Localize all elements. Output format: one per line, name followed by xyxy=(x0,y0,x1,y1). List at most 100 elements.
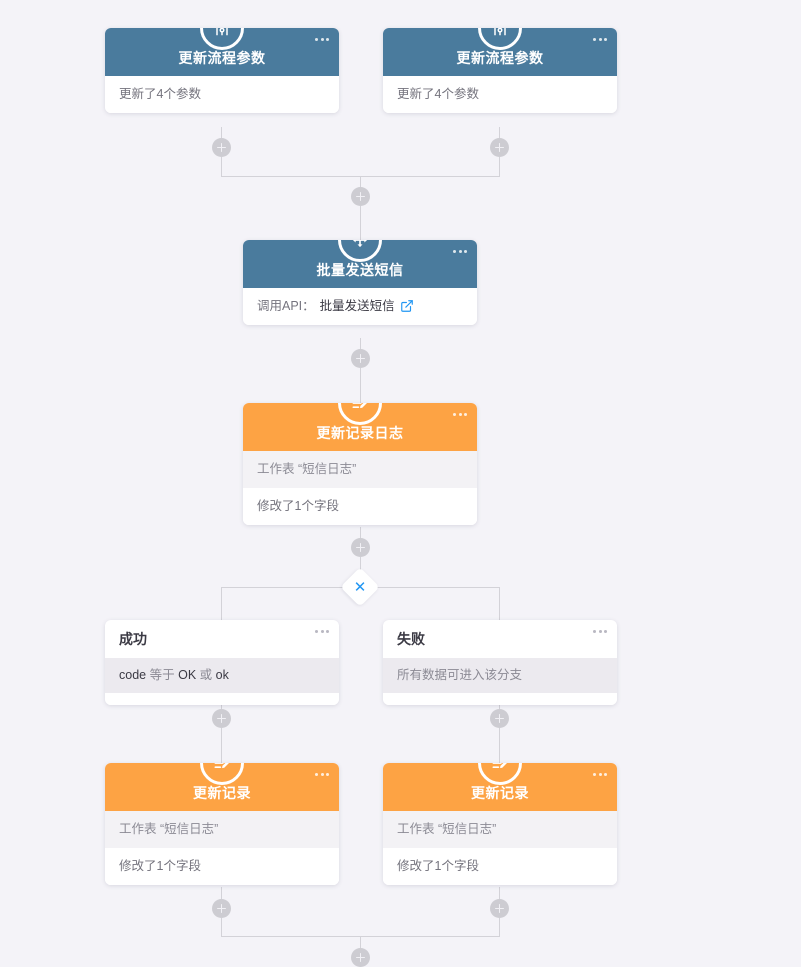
worksheet-row: 工作表 “短信日志” xyxy=(243,451,477,488)
node-header: 更新流程参数 xyxy=(105,28,339,76)
api-call-prefix: 调用API： xyxy=(257,299,315,313)
node-body: 工作表 “短信日志” 修改了1个字段 xyxy=(383,811,617,885)
worksheet-row: 工作表 “短信日志” xyxy=(383,811,617,848)
condition-padding xyxy=(383,692,617,705)
node-send-sms-batch[interactable]: 批量发送短信 调用API： 批量发送短信 xyxy=(243,240,477,325)
fields-row: 修改了1个字段 xyxy=(383,847,617,885)
connector-branch-left xyxy=(221,587,222,621)
node-menu-icon[interactable] xyxy=(453,413,467,416)
connector-merge-bottom xyxy=(360,936,361,948)
sliders-icon xyxy=(478,28,522,50)
connector-bottom-left-2 xyxy=(221,918,222,936)
add-node-button-6[interactable] xyxy=(212,709,231,728)
connector-log-down-2 xyxy=(360,557,361,574)
edit-record-icon xyxy=(200,763,244,785)
connector-right-top-2 xyxy=(499,157,500,176)
connector-log-down xyxy=(360,527,361,548)
fields-row: 修改了1个字段 xyxy=(243,487,477,525)
connector-bottom-left xyxy=(221,887,222,909)
connector-right-top xyxy=(499,127,500,148)
external-link-icon[interactable] xyxy=(400,299,414,313)
node-body: 工作表 “短信日志” 修改了1个字段 xyxy=(105,811,339,885)
connector-success-down-2 xyxy=(221,728,222,765)
node-body: 调用API： 批量发送短信 xyxy=(243,288,477,325)
condition-text: 所有数据可进入该分支 xyxy=(397,668,523,682)
node-header: 更新记录日志 xyxy=(243,403,477,451)
node-update-process-params-left[interactable]: 更新流程参数 更新了4个参数 xyxy=(105,28,339,113)
add-node-button-5[interactable] xyxy=(351,538,370,557)
condition-value-1: OK xyxy=(178,668,197,682)
connector-failure-down xyxy=(499,698,500,719)
condition-expression: 所有数据可进入该分支 xyxy=(383,658,617,693)
fields-row: 修改了1个字段 xyxy=(105,847,339,885)
add-node-button-3[interactable] xyxy=(351,187,370,206)
node-menu-icon[interactable] xyxy=(593,773,607,776)
node-title: 更新记录日志 xyxy=(316,425,404,441)
sliders-icon xyxy=(200,28,244,50)
add-node-button-9[interactable] xyxy=(490,899,509,918)
node-update-process-params-right[interactable]: 更新流程参数 更新了4个参数 xyxy=(383,28,617,113)
move-arrows-icon xyxy=(338,240,382,262)
connector-bottom-right-2 xyxy=(499,918,500,936)
node-menu-icon[interactable] xyxy=(315,38,329,41)
node-menu-icon[interactable] xyxy=(593,630,607,633)
condition-field: code xyxy=(119,668,147,682)
add-node-button-1[interactable] xyxy=(212,138,231,157)
branch-condition-success[interactable]: 成功 code 等于 OK 或 ok xyxy=(105,620,339,705)
node-title: 更新记录 xyxy=(193,785,251,801)
branch-x-icon: ✕ xyxy=(353,578,367,596)
node-menu-icon[interactable] xyxy=(315,630,329,633)
branch-condition-failure[interactable]: 失败 所有数据可进入该分支 xyxy=(383,620,617,705)
connector-merge-top-2 xyxy=(360,206,361,240)
node-update-record-left[interactable]: 更新记录 工作表 “短信日志” 修改了1个字段 xyxy=(105,763,339,885)
node-summary: 更新了4个参数 xyxy=(105,76,339,113)
node-title: 更新流程参数 xyxy=(178,50,266,66)
node-update-record-right[interactable]: 更新记录 工作表 “短信日志” 修改了1个字段 xyxy=(383,763,617,885)
api-call-value: 批量发送短信 xyxy=(319,299,395,313)
condition-expression: code 等于 OK 或 ok xyxy=(105,658,339,693)
condition-header: 成功 xyxy=(105,620,339,658)
node-update-record-log[interactable]: 更新记录日志 工作表 “短信日志” 修改了1个字段 xyxy=(243,403,477,525)
edit-record-icon xyxy=(338,403,382,425)
condition-title: 失败 xyxy=(397,631,425,647)
node-menu-icon[interactable] xyxy=(593,38,607,41)
node-body: 更新了4个参数 xyxy=(105,76,339,113)
worksheet-row: 工作表 “短信日志” xyxy=(105,811,339,848)
condition-padding xyxy=(105,692,339,705)
node-header: 更新记录 xyxy=(383,763,617,811)
connector-failure-down-2 xyxy=(499,728,500,765)
connector-bottom-right xyxy=(499,887,500,909)
node-body: 更新了4个参数 xyxy=(383,76,617,113)
branch-bar-right xyxy=(374,587,500,588)
node-title: 更新流程参数 xyxy=(456,50,544,66)
node-summary: 更新了4个参数 xyxy=(383,76,617,113)
add-node-button-7[interactable] xyxy=(490,709,509,728)
connector-branch-right xyxy=(499,587,500,621)
condition-value-2: ok xyxy=(215,668,229,682)
node-header: 批量发送短信 xyxy=(243,240,477,288)
node-body: 工作表 “短信日志” 修改了1个字段 xyxy=(243,451,477,525)
condition-header: 失败 xyxy=(383,620,617,658)
add-node-button-4[interactable] xyxy=(351,349,370,368)
node-menu-icon[interactable] xyxy=(315,773,329,776)
connector-success-down xyxy=(221,698,222,719)
condition-join: 或 xyxy=(199,668,213,682)
add-node-button-10[interactable] xyxy=(351,948,370,967)
connector-left-top xyxy=(221,127,222,148)
add-node-button-2[interactable] xyxy=(490,138,509,157)
condition-operator: 等于 xyxy=(149,668,175,682)
edit-record-icon xyxy=(478,763,522,785)
node-menu-icon[interactable] xyxy=(453,250,467,253)
connector-left-top-2 xyxy=(221,157,222,176)
node-title: 批量发送短信 xyxy=(316,262,404,278)
condition-title: 成功 xyxy=(119,631,147,647)
branch-bar-left xyxy=(221,587,346,588)
add-node-button-8[interactable] xyxy=(212,899,231,918)
node-summary: 调用API： 批量发送短信 xyxy=(243,288,477,325)
connector-sms-down-2 xyxy=(360,368,361,405)
connector-merge-top xyxy=(360,176,361,188)
connector-sms-down xyxy=(360,338,361,359)
node-header: 更新记录 xyxy=(105,763,339,811)
node-title: 更新记录 xyxy=(471,785,529,801)
